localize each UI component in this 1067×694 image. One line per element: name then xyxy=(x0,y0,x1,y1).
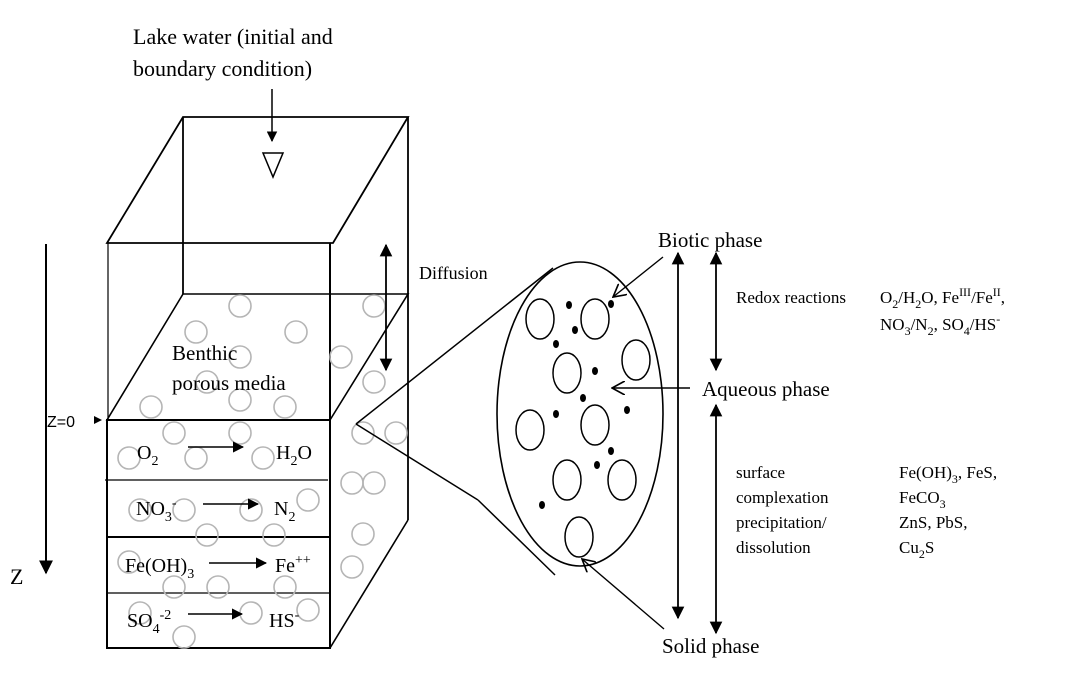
svg-text:HS-: HS- xyxy=(269,608,300,632)
reaction-row-2: NO3- N2 xyxy=(136,496,295,525)
solid-pointer-arrow xyxy=(582,559,665,630)
surface-label-line4: dissolution xyxy=(736,538,811,557)
svg-text:O2: O2 xyxy=(137,442,158,469)
z-axis-label: Z xyxy=(10,564,23,589)
minerals-line3: ZnS, PbS, xyxy=(899,513,968,532)
svg-text:H2O: H2O xyxy=(276,442,312,469)
solid-phase-label: Solid phase xyxy=(662,634,759,658)
benthic-label-line2: porous media xyxy=(172,371,286,395)
zoom-line-top xyxy=(355,267,554,425)
lake-water-title-line2: boundary condition) xyxy=(133,56,312,81)
sediment-surface-face xyxy=(105,293,410,421)
redox-couples-line2: NO3/N2, SO4/HS- xyxy=(880,312,1000,338)
surface-label-line3: precipitation/ xyxy=(736,513,827,532)
redox-reactions-label: Redox reactions xyxy=(736,288,846,307)
minerals-line4: Cu2S xyxy=(899,538,934,561)
benthic-label-line1: Benthic xyxy=(172,341,237,365)
water-level-triangle-icon xyxy=(261,152,285,179)
minerals-line2: FeCO3 xyxy=(899,488,946,511)
porous-media-particles xyxy=(117,294,408,649)
surface-label-line1: surface xyxy=(736,463,785,482)
reaction-row-4: SO4-2 HS- xyxy=(127,608,300,637)
reaction-layers-box xyxy=(106,419,331,649)
svg-text:Fe++: Fe++ xyxy=(275,553,311,577)
redox-couples-line1: O2/H2O, FeIII/FeII, xyxy=(880,285,1005,311)
magnified-pore-view xyxy=(496,261,664,567)
zoom-line-bottom xyxy=(477,499,556,576)
minerals-line1: Fe(OH)3, FeS, xyxy=(899,463,997,486)
biotic-pointer-arrow xyxy=(613,256,664,297)
surface-label-line2: complexation xyxy=(736,488,829,507)
z0-marker-icon xyxy=(94,416,102,424)
zoom-line-mid xyxy=(355,423,479,501)
svg-text:SO4-2: SO4-2 xyxy=(127,608,171,637)
reaction-row-1: O2 H2O xyxy=(137,441,312,469)
svg-text:N2: N2 xyxy=(274,498,295,525)
z0-label: Z=0 xyxy=(47,414,75,431)
aqueous-phase-label: Aqueous phase xyxy=(702,377,830,401)
svg-text:Fe(OH)3: Fe(OH)3 xyxy=(125,555,194,582)
biotic-phase-label: Biotic phase xyxy=(658,228,762,252)
svg-text:NO3-: NO3- xyxy=(136,496,177,525)
lake-water-title-line1: Lake water (initial and xyxy=(133,24,333,49)
water-top-face xyxy=(105,116,410,244)
reaction-row-3: Fe(OH)3 Fe++ xyxy=(125,553,311,582)
diffusion-label: Diffusion xyxy=(419,263,488,283)
